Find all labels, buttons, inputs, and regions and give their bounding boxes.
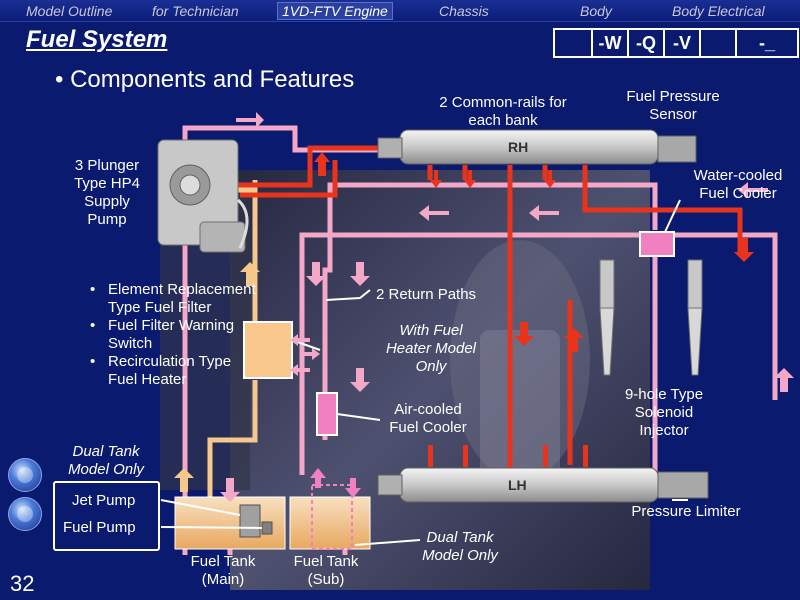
air-cooled-cooler-box <box>316 392 338 436</box>
model-code-cell: -Q <box>629 30 665 56</box>
page-title: Fuel System <box>26 26 168 53</box>
label-tank-sub: Fuel Tank (Sub) <box>293 553 359 588</box>
arrow-left-icon <box>17 506 33 522</box>
next-slide-button[interactable] <box>8 458 42 492</box>
top-navigation: Model Outline for Technician 1VD-FTV Eng… <box>0 0 800 22</box>
label-return-paths: 2 Return Paths <box>376 286 477 303</box>
label-water-cooled-cooler: Water-cooled Fuel Cooler <box>693 167 783 202</box>
subtitle-text: Components and Features <box>70 66 355 93</box>
model-code-table: -W -Q -V -_ <box>553 28 799 58</box>
high-pressure-lines <box>230 145 743 470</box>
list-item: Recirculation Type Fuel Heater <box>86 353 256 389</box>
list-item: Fuel Filter Warning Switch <box>86 317 256 353</box>
label-dual-tank-bottom: Dual Tank Model Only <box>422 529 498 564</box>
water-cooled-cooler-box <box>639 231 675 257</box>
injector-illustrations <box>599 259 703 376</box>
subtitle: • Components and Features <box>55 66 355 93</box>
label-pressure-limiter: Pressure Limiter <box>631 503 741 520</box>
rail-rh <box>377 129 697 165</box>
nav-body[interactable]: Body <box>580 3 612 19</box>
rail-lh <box>377 467 709 503</box>
model-code-cell: -V <box>665 30 701 56</box>
list-item: Element Replacement Type Fuel Filter <box>86 281 256 317</box>
nav-engine[interactable]: 1VD-FTV Engine <box>277 2 393 20</box>
nav-chassis[interactable]: Chassis <box>439 3 489 19</box>
model-code-cell: -_ <box>758 33 775 53</box>
label-dual-tank-top: Dual Tank Model Only <box>68 443 144 478</box>
supply-pump-illustration <box>157 139 249 253</box>
pump-labels-frame <box>53 481 160 551</box>
label-fuel-pump: Fuel Pump <box>63 519 136 536</box>
vehicle-silhouette <box>450 240 590 480</box>
label-fuel-pressure-sensor: Fuel Pressure Sensor <box>626 88 720 123</box>
nav-body-electrical[interactable]: Body Electrical <box>672 3 765 19</box>
rail-rh-label: RH <box>508 139 528 155</box>
vehicle-silhouette-body <box>480 330 560 490</box>
rail-stubs <box>428 445 588 467</box>
nav-model-outline[interactable]: Model Outline <box>26 3 113 19</box>
fuel-tank-sub <box>289 484 371 550</box>
filter-features-list: Element Replacement Type Fuel Filter Fue… <box>86 281 256 389</box>
nav-for-technician[interactable]: for Technician <box>152 3 239 19</box>
model-code-cell <box>555 30 593 56</box>
flow-arrows <box>174 112 794 502</box>
label-common-rails: 2 Common-rails for each bank <box>439 94 567 129</box>
leader-lines <box>160 199 688 546</box>
page-number: 32 <box>10 571 35 596</box>
rail-lh-label: LH <box>508 477 527 493</box>
arrow-right-icon <box>17 467 33 483</box>
label-jet-pump: Jet Pump <box>72 492 136 509</box>
label-air-cooled-cooler: Air-cooled Fuel Cooler <box>389 401 467 436</box>
model-code-cell: -W <box>593 30 629 56</box>
label-fuel-heater-model: With Fuel Heater Model Only <box>385 322 477 375</box>
label-injector: 9-hole Type Solenoid Injector <box>624 386 704 439</box>
previous-slide-button[interactable] <box>8 497 42 531</box>
model-code-cell <box>701 30 737 56</box>
label-supply-pump: 3 Plunger Type HP4 Supply Pump <box>74 157 140 228</box>
label-tank-main: Fuel Tank (Main) <box>190 553 256 588</box>
